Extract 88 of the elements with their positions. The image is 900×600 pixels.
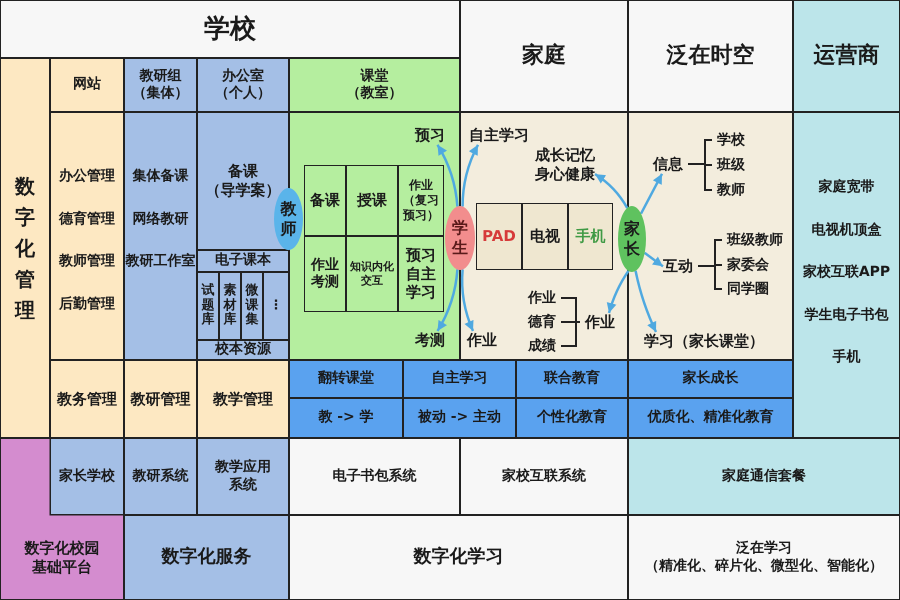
system-tile: 教研系统 <box>124 438 197 515</box>
list-item: 手机 <box>832 349 860 366</box>
resource-tile: ⋮ <box>263 272 289 340</box>
resource-tile: 素材库 <box>219 272 241 340</box>
arrow <box>436 269 459 332</box>
list-item: 教师管理 <box>59 253 115 270</box>
system-tile: 电子书包系统 <box>289 438 460 515</box>
column-header: 课堂（教室） <box>289 58 460 112</box>
goal-tile: 教 -> 学 <box>289 398 403 438</box>
platform-label: 数字化校园基础平台 <box>23 538 100 578</box>
management-tile: 教务管理 <box>50 360 124 438</box>
system-tile: 教学应用系统 <box>197 438 289 515</box>
column-header: 网站 <box>50 58 124 112</box>
arrow <box>594 173 628 209</box>
platform-band <box>0 438 124 600</box>
bracket-item: 班级教师 <box>727 231 783 249</box>
resource-tile: 微课集 <box>241 272 263 340</box>
list-item: 办公管理 <box>59 168 115 186</box>
topic-text: 作业 <box>585 313 615 332</box>
mode-tile: 联合教育 <box>516 360 628 398</box>
layer-band: 数字化服务 <box>124 515 289 600</box>
arrow <box>644 252 664 268</box>
goal-tile: 被动 -> 主动 <box>403 398 516 438</box>
device-tile: 电视 <box>522 203 568 270</box>
activity-tile: 作业（复习预习） <box>398 165 444 236</box>
mode-tile: 家长成长 <box>628 360 793 398</box>
column-header: 办公室（个人） <box>197 58 289 112</box>
topic-text: 互动 <box>663 257 693 276</box>
arrow <box>461 144 480 207</box>
list-item: 电视机顶盒 <box>812 222 882 239</box>
activity-tile: 作业考测 <box>304 236 346 312</box>
list-item: 教研工作室 <box>126 253 196 270</box>
arrow <box>436 144 459 207</box>
list-item: 集体备课 <box>132 168 188 186</box>
list-item: 德育管理 <box>59 210 115 228</box>
topic-text: 成长记忆身心健康 <box>535 146 595 184</box>
layer-band: 泛在学习（精准化、碎片化、微型化、智能化） <box>628 515 900 600</box>
topic-text: 信息 <box>653 155 683 174</box>
section-header: 运营商 <box>793 0 900 112</box>
bracket-item: 教师 <box>717 181 745 199</box>
resource-tile: 校本资源 <box>197 340 289 360</box>
device-tile: 手机 <box>568 203 613 270</box>
bracket-item: 学校 <box>717 131 745 149</box>
bracket-item: 同学圈 <box>727 280 769 298</box>
list-item: 家校互联APP <box>802 264 890 282</box>
arrow <box>640 173 664 214</box>
bracket-item: 德育 <box>528 313 556 331</box>
layer-band: 数字化学习 <box>289 515 628 600</box>
activity-tile: 备课 <box>304 165 346 236</box>
system-tile: 家庭通信套餐 <box>628 438 900 515</box>
system-tile: 家长学校 <box>50 438 124 515</box>
device-tile: PAD <box>476 203 522 270</box>
topic-text: 作业 <box>467 331 497 350</box>
arrow <box>460 269 474 332</box>
list-item: 后勤管理 <box>59 296 115 313</box>
mode-tile: 翻转课堂 <box>289 360 403 398</box>
resource-tile: 电子课本 <box>197 250 289 272</box>
system-tile: 家校互联系统 <box>460 438 628 515</box>
arrow <box>634 270 658 333</box>
mode-tile: 自主学习 <box>403 360 516 398</box>
side-band: 数字化管理 <box>0 58 50 438</box>
topic-text: 考测 <box>415 331 445 350</box>
section-header: 学校 <box>0 0 460 58</box>
section-header: 家庭 <box>460 0 628 112</box>
goal-tile: 优质化、精准化教育 <box>628 398 793 438</box>
list-panel <box>124 112 197 360</box>
activity-tile: 知识内化交互 <box>346 236 398 312</box>
bracket-item: 班级 <box>717 156 745 174</box>
list-item: 家庭宽带 <box>818 179 874 196</box>
list-panel <box>50 112 124 360</box>
resource-tile: 试题库 <box>197 272 219 340</box>
topic-text: 自主学习 <box>469 126 529 145</box>
bracket-item: 成绩 <box>528 337 556 355</box>
list-item: 学生电子书包 <box>804 306 888 324</box>
bracket-item: 作业 <box>528 289 556 307</box>
list-panel <box>793 112 900 438</box>
goal-tile: 个性化教育 <box>516 398 628 438</box>
topic-text: 学习（家长课堂） <box>644 332 764 351</box>
section-header: 泛在时空 <box>628 0 793 112</box>
column-header: 教研组（集体） <box>124 58 197 112</box>
list-item: 网络教研 <box>132 210 188 228</box>
activity-tile: 预习自主学习 <box>398 236 444 312</box>
arrow <box>606 270 630 314</box>
management-tile: 教研管理 <box>124 360 197 438</box>
bracket-item: 家委会 <box>727 256 769 274</box>
activity-tile: 授课 <box>346 165 398 236</box>
management-tile: 教学管理 <box>197 360 289 438</box>
topic-text: 预习 <box>415 126 445 145</box>
